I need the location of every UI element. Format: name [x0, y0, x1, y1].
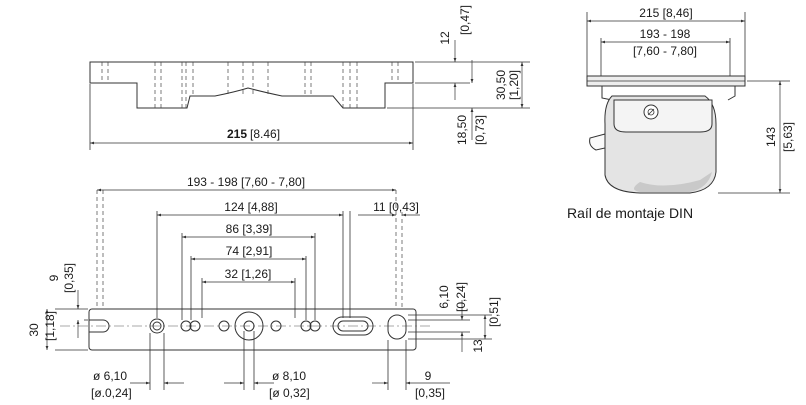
- plan-view: 193 - 198 [7,60 - 7,80] 124 [4,88] 11 [0…: [27, 175, 501, 400]
- width-30-inch: [1,18]: [43, 311, 57, 341]
- hole-810-inch: [ø 0,32]: [269, 386, 310, 400]
- din-caption: Raíl de montaje DIN: [567, 205, 693, 221]
- side-profile: [89, 61, 414, 109]
- pitch-outer-label: 193 - 198 [7,60 - 7,80]: [187, 175, 305, 189]
- end-9-value: 9: [425, 369, 432, 383]
- base-plate: [88, 308, 417, 351]
- height-low-inch: [0,73]: [473, 115, 487, 145]
- din-rail-view: 215 [8,46] 193 - 198 [7,60 - 7,80] 143 […: [567, 6, 795, 221]
- side-hidden-lines: [101, 62, 399, 108]
- side-view: 215 [8.46] 12 [0,47] 30,50 [1,20] 18,50 …: [89, 5, 530, 150]
- height-total-value: 30,50: [494, 70, 508, 100]
- side-lever: [589, 133, 606, 151]
- slot-13-value: 13: [471, 339, 485, 353]
- overall-length-value: 215: [227, 127, 247, 141]
- top-thick-inch: [0,47]: [458, 5, 472, 35]
- din-rail-inch: [7,60 - 7,80]: [633, 44, 697, 58]
- din-rail-label: 193 - 198: [640, 27, 691, 41]
- top-thick-value: 12: [438, 31, 452, 45]
- hole-610-inch: [ø.0,24]: [91, 386, 132, 400]
- hole-610-value: ø 6,10: [93, 369, 127, 383]
- slot-610-inch: [0,24]: [454, 282, 468, 312]
- width-30-value: 30: [27, 323, 41, 337]
- din-height-value: 143: [764, 127, 778, 147]
- side-9-value: 9: [47, 274, 61, 281]
- mount-holes: [149, 311, 321, 341]
- pitch-124-label: 124 [4,88]: [224, 200, 277, 214]
- din-width-label: 215 [8,46]: [639, 6, 692, 20]
- height-low-value: 18,50: [455, 115, 469, 145]
- end-11-label: 11 [0,43]: [373, 200, 419, 214]
- din-height-inch: [5,63]: [781, 122, 795, 152]
- pitch-74-label: 74 [2,91]: [226, 244, 273, 258]
- end-9-inch: [0,35]: [415, 386, 445, 400]
- overall-length-inch: [8.46]: [250, 127, 280, 141]
- slot-13-inch: [0,51]: [487, 297, 501, 327]
- pitch-86-label: 86 [3,39]: [226, 222, 273, 236]
- housing-cap: [613, 99, 713, 133]
- pitch-32-label: 32 [1,26]: [225, 267, 272, 281]
- side-9-inch: [0,35]: [62, 263, 76, 293]
- slot-610-value: 6,10: [437, 285, 451, 309]
- height-total-inch: [1,20]: [507, 70, 521, 100]
- left-slot: [89, 319, 110, 333]
- hole-810-value: ø 8,10: [272, 369, 306, 383]
